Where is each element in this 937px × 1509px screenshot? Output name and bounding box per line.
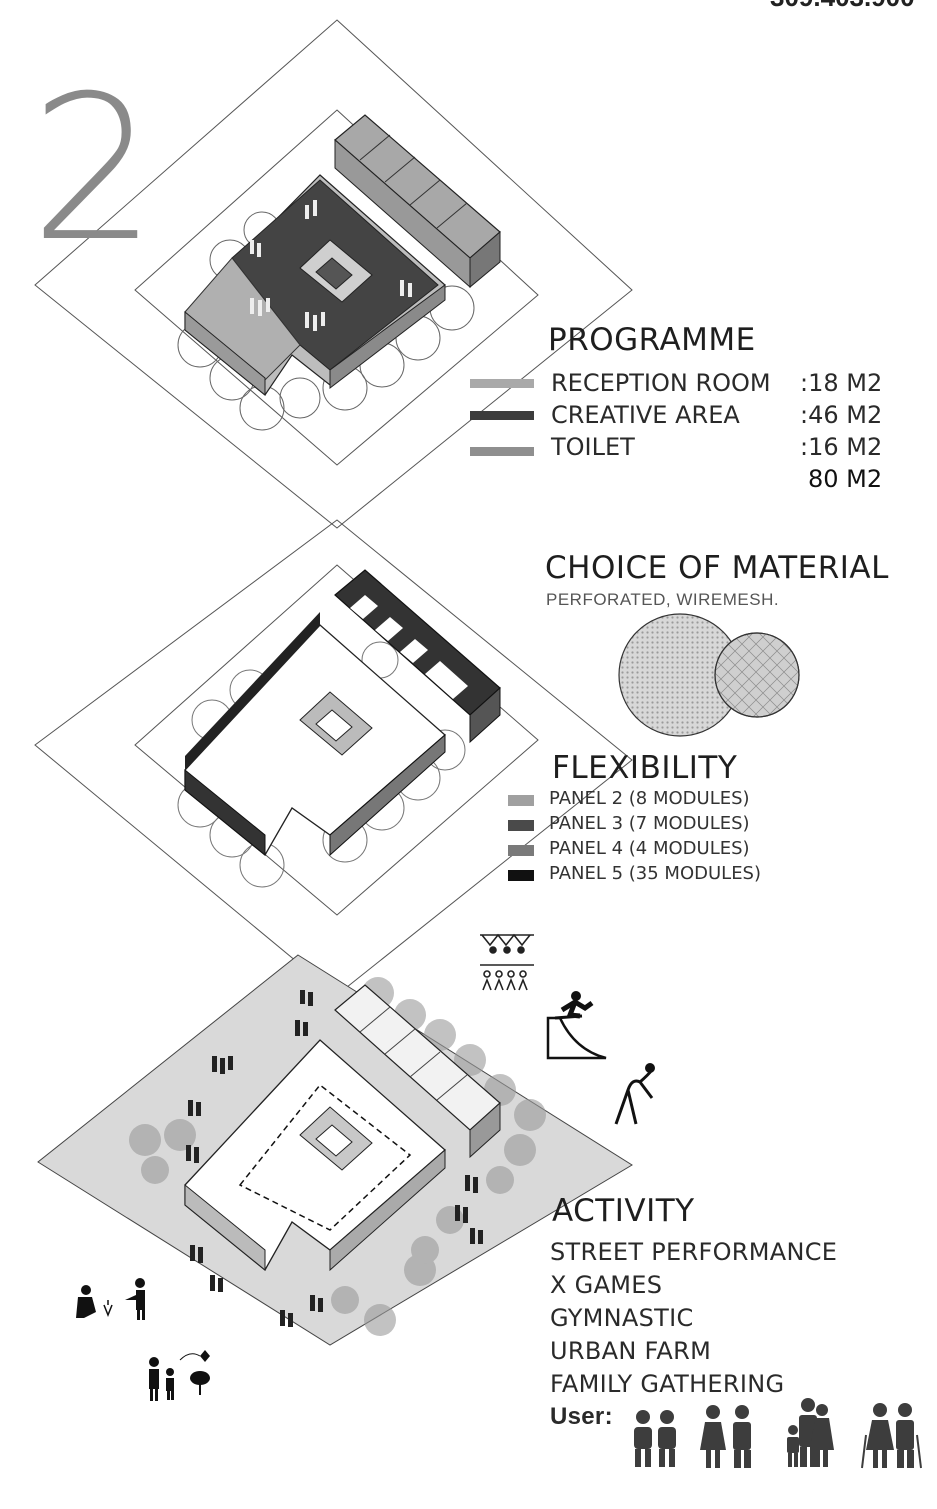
panel-5-swatch: [508, 870, 534, 881]
programme-label-toilet: TOILET: [551, 433, 635, 461]
panel-5-label: PANEL 5 (35 MODULES): [549, 863, 762, 884]
couple-icon: [700, 1405, 751, 1468]
programme-swatch-reception: [470, 379, 534, 388]
stage-performance-icon: [480, 933, 534, 991]
activity-item-4: FAMILY GATHERING: [550, 1370, 785, 1398]
activity-item-0: STREET PERFORMANCE: [550, 1238, 838, 1266]
programme-swatch-creative: [470, 411, 534, 420]
user-label: User:: [550, 1403, 613, 1430]
section-number: 2: [30, 53, 158, 286]
material-title: CHOICE OF MATERIAL: [545, 550, 889, 586]
gymnastic-icon: [614, 1063, 655, 1125]
programme-area-reception: :18 M2: [800, 369, 883, 397]
activity-item-1: X GAMES: [550, 1271, 663, 1299]
panel-4-swatch: [508, 845, 534, 856]
level-flexibility-plan: [34, 519, 633, 996]
activity-item-2: GYMNASTIC: [550, 1304, 694, 1332]
level-activity-plan: [37, 954, 633, 1346]
panel-2-swatch: [508, 795, 534, 806]
programme-title: PROGRAMME: [548, 322, 756, 358]
programme-swatch-toilet: [470, 447, 534, 456]
programme-area-creative: :46 M2: [800, 401, 883, 429]
panel-3-label: PANEL 3 (7 MODULES): [549, 813, 750, 834]
material-subtitle: PERFORATED, WIREMESH.: [546, 590, 780, 609]
activity-item-3: URBAN FARM: [550, 1337, 712, 1365]
urban-farm-icon: [76, 1278, 145, 1320]
panel-4-label: PANEL 4 (4 MODULES): [549, 838, 750, 859]
programme-label-creative: CREATIVE AREA: [551, 401, 740, 429]
children-icon: [634, 1410, 676, 1467]
elderly-icon: [861, 1403, 922, 1469]
top-cut-text: 309.403.900: [770, 0, 915, 13]
material-samples: [618, 613, 800, 737]
activity-title: ACTIVITY: [552, 1193, 695, 1229]
users-icons: [634, 1398, 922, 1469]
level-programme-plan: [34, 19, 633, 529]
family-kite-icon: [149, 1350, 210, 1401]
programme-area-toilet: :16 M2: [800, 433, 883, 461]
programme-total: 80 M2: [808, 465, 883, 493]
skateboard-icon: [546, 991, 607, 1060]
family-icon: [787, 1398, 834, 1467]
panel-3-swatch: [508, 820, 534, 831]
flexibility-title: FLEXIBILITY: [552, 750, 738, 786]
panel-2-label: PANEL 2 (8 MODULES): [549, 788, 750, 809]
programme-label-reception: RECEPTION ROOM: [551, 369, 771, 397]
